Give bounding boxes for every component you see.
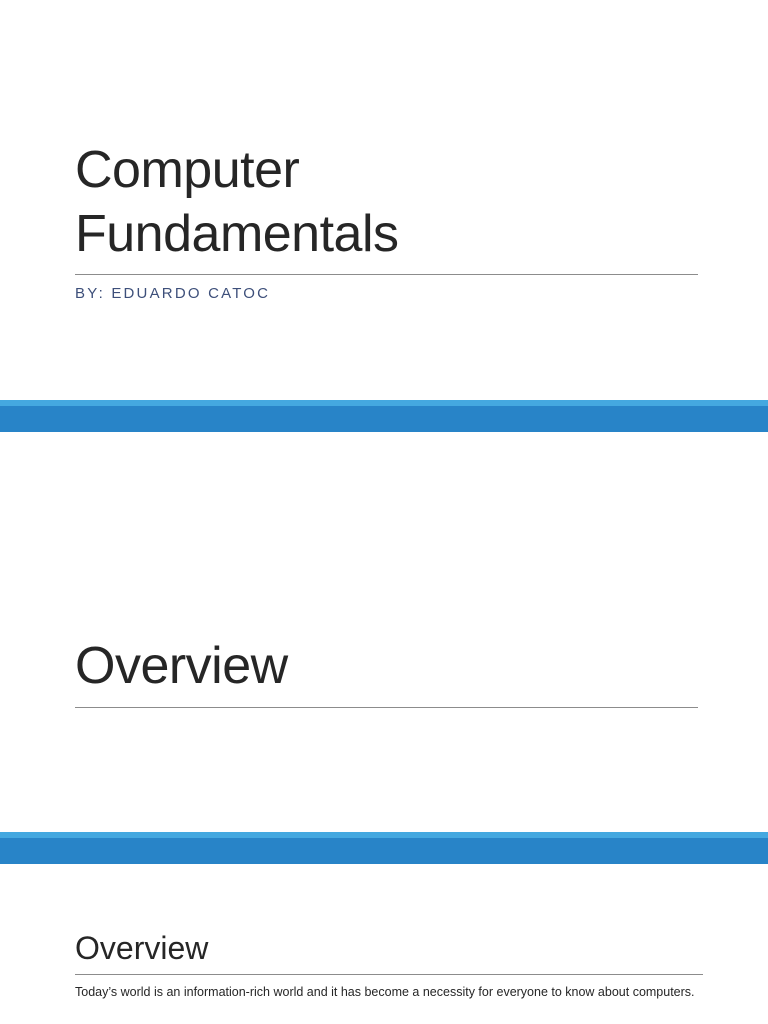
title-line-2: Fundamentals [75, 205, 399, 263]
band-highlight [0, 832, 768, 838]
slide-title: Computer Fundamentals [75, 138, 715, 266]
content-divider [75, 974, 703, 975]
slide-separator-band [0, 832, 768, 864]
slide-separator-band [0, 400, 768, 432]
title-slide: Computer Fundamentals BY: EDUARDO CATOC [0, 0, 768, 400]
content-body-text: Today’s world is an information-rich wor… [75, 985, 695, 999]
content-title: Overview [75, 930, 209, 966]
section-title: Overview [75, 637, 288, 695]
content-slide: Overview Today’s world is an information… [0, 864, 768, 1024]
section-divider [75, 707, 698, 708]
band-fill [0, 838, 768, 864]
section-slide: Overview [0, 432, 768, 832]
band-fill [0, 406, 768, 432]
title-divider [75, 274, 698, 275]
author-subtitle: BY: EDUARDO CATOC [75, 285, 271, 302]
band-highlight [0, 400, 768, 406]
title-line-1: Computer [75, 141, 300, 199]
